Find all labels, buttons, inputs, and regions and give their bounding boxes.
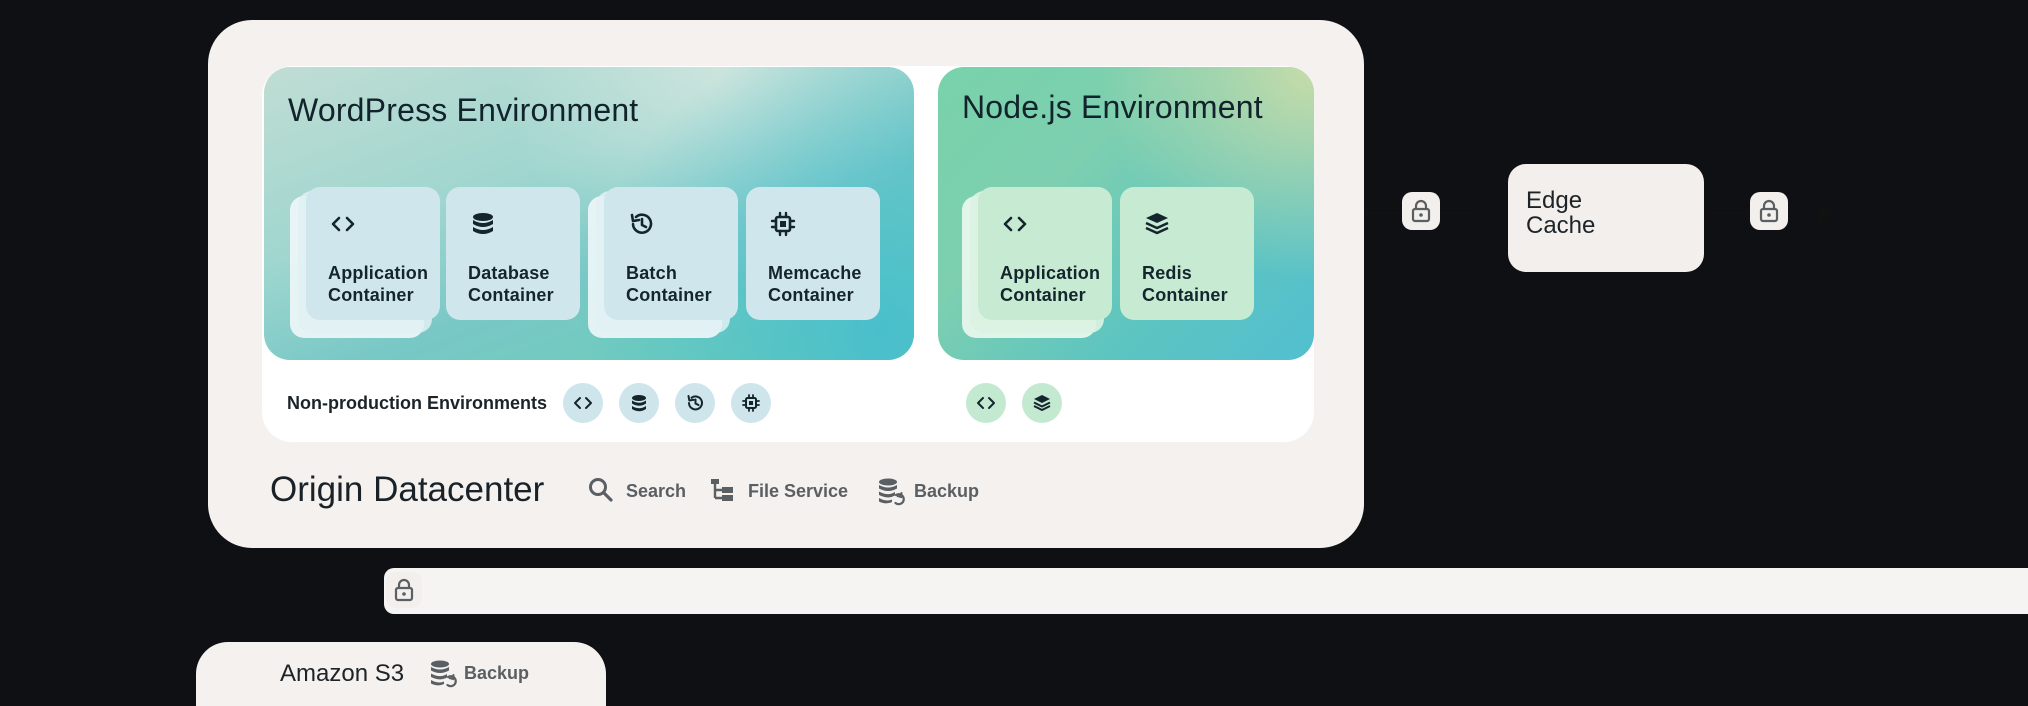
amazon-s3-box bbox=[196, 642, 606, 706]
np-wp-application bbox=[563, 383, 603, 423]
code-icon bbox=[331, 216, 355, 232]
history-icon bbox=[630, 213, 653, 234]
database-sync-icon bbox=[431, 660, 457, 688]
search-icon bbox=[589, 478, 613, 502]
connector-edge-right bbox=[1706, 212, 1776, 215]
np-wp-memcache bbox=[731, 383, 771, 423]
chip-icon bbox=[770, 211, 796, 237]
code-icon bbox=[1003, 216, 1027, 232]
np-wp-database bbox=[619, 383, 659, 423]
lock-badge-right bbox=[1750, 192, 1788, 230]
nodejs-environment-title: Node.js Environment bbox=[962, 89, 1263, 125]
layers-icon bbox=[1033, 395, 1051, 411]
history-icon bbox=[687, 395, 703, 411]
service-file-service-label: File Service bbox=[748, 481, 849, 501]
lock-icon bbox=[1411, 199, 1431, 223]
service-backup-label: Backup bbox=[914, 481, 980, 501]
file-tree-icon bbox=[711, 479, 733, 501]
service-search-label: Search bbox=[626, 481, 687, 501]
database-icon bbox=[473, 213, 493, 234]
lock-badge-bottom bbox=[386, 572, 422, 608]
database-sync-icon bbox=[879, 478, 905, 506]
wordpress-environment-title: WordPress Environment bbox=[288, 92, 639, 128]
non-production-label: Non-production Environments bbox=[287, 393, 547, 413]
layers-icon bbox=[1145, 213, 1169, 235]
code-icon bbox=[574, 397, 592, 409]
amazon-s3-title: Amazon S3 bbox=[280, 660, 405, 687]
np-node-redis bbox=[1022, 383, 1062, 423]
database-icon bbox=[632, 395, 646, 412]
lock-icon bbox=[394, 578, 414, 602]
chip-icon bbox=[742, 394, 760, 412]
code-icon bbox=[977, 397, 995, 409]
arrow-head-right bbox=[1818, 202, 1834, 224]
edge-cache-box bbox=[1508, 164, 1704, 272]
lock-icon bbox=[1759, 199, 1779, 223]
s3-backup-label: Backup bbox=[464, 663, 530, 683]
origin-datacenter-title: Origin Datacenter bbox=[270, 470, 545, 509]
s3-connector-band bbox=[384, 568, 2028, 614]
np-node-application bbox=[966, 383, 1006, 423]
np-wp-batch bbox=[675, 383, 715, 423]
lock-badge-left bbox=[1402, 192, 1440, 230]
